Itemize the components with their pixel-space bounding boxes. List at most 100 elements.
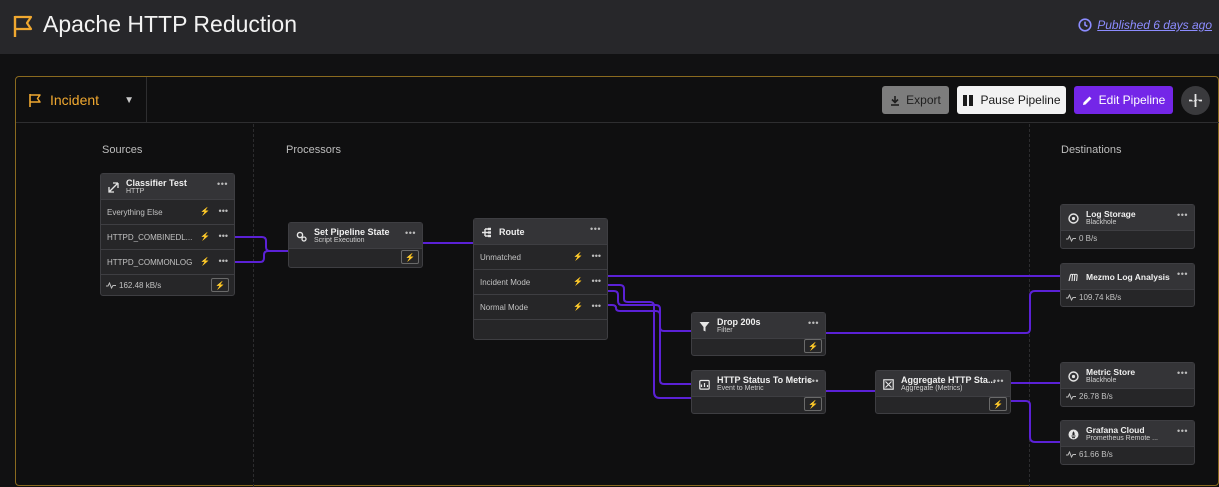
node-header: Set Pipeline State Script Execution ••• — [289, 223, 422, 249]
route-menu-button[interactable]: ••• — [218, 206, 228, 216]
metric-convert-icon — [699, 379, 710, 390]
metric-value: 26.78 B/s — [1079, 392, 1113, 401]
pipeline-toolbar: Incident ▼ Export Pause Pipeline Edit Pi… — [16, 77, 1219, 123]
edit-label: Edit Pipeline — [1098, 93, 1166, 107]
metric-value: 61.66 B/s — [1079, 450, 1113, 459]
route-menu-button[interactable]: ••• — [591, 301, 601, 311]
node-subtitle: Filter — [717, 327, 733, 334]
route-label: Everything Else — [107, 208, 163, 217]
route-menu-button[interactable]: ••• — [218, 231, 228, 241]
export-label: Export — [906, 93, 941, 107]
node-header: Drop 200s Filter ••• — [692, 313, 825, 339]
route-menu-button[interactable]: ••• — [218, 256, 228, 266]
destinations-header: Destinations — [1061, 144, 1122, 156]
activity-icon — [1066, 235, 1076, 242]
flag-icon — [13, 15, 33, 37]
throughput-metric: 0 B/s — [1066, 234, 1097, 243]
tap-button[interactable]: ⚡ — [989, 397, 1007, 411]
node-title: Classifier Test — [126, 178, 187, 188]
http-icon — [108, 182, 119, 193]
pause-label: Pause Pipeline — [980, 93, 1061, 107]
bolt-icon[interactable]: ⚡ — [200, 207, 210, 216]
edit-pipeline-button[interactable]: Edit Pipeline — [1074, 86, 1173, 114]
metric-value: 162.48 kB/s — [119, 281, 162, 290]
throughput-metric: 26.78 B/s — [1066, 392, 1113, 401]
node-menu-button[interactable]: ••• — [808, 318, 819, 328]
node-subtitle: Prometheus Remote ... — [1086, 435, 1158, 442]
published-text[interactable]: Published 6 days ago — [1097, 18, 1212, 32]
activity-icon — [1066, 393, 1076, 400]
destination-node-grafana-cloud[interactable]: Grafana Cloud Prometheus Remote ... ••• … — [1060, 420, 1195, 465]
pause-icon — [963, 94, 974, 106]
destination-node-mezmo-log-analysis[interactable]: Mezmo Log Analysis ••• 109.74 kB/s — [1060, 263, 1195, 307]
route-row[interactable]: Normal Mode ⚡ ••• — [474, 295, 607, 320]
node-header: Grafana Cloud Prometheus Remote ... ••• — [1061, 421, 1194, 447]
node-subtitle: Script Execution — [314, 237, 365, 244]
node-footer: 61.66 B/s — [1061, 447, 1194, 465]
route-row[interactable]: HTTPD_COMMONLOG ⚡ ••• — [101, 250, 234, 275]
tap-button[interactable]: ⚡ — [401, 250, 419, 264]
metric-value: 109.74 kB/s — [1079, 293, 1122, 302]
destination-node-metric-store[interactable]: Metric Store Blackhole ••• 26.78 B/s — [1060, 362, 1195, 407]
node-footer: 0 B/s — [1061, 231, 1194, 249]
node-menu-button[interactable]: ••• — [1177, 368, 1188, 378]
published-link[interactable]: Published 6 days ago — [1078, 18, 1212, 32]
route-row[interactable]: HTTPD_COMBINEDL... ⚡ ••• — [101, 225, 234, 250]
node-subtitle: HTTP — [126, 188, 145, 195]
sources-header: Sources — [102, 144, 143, 156]
node-subtitle: Aggregate (Metrics) — [901, 385, 963, 392]
processor-node-http-status-to-metric[interactable]: HTTP Status To Metric Event to Metric ••… — [691, 370, 826, 414]
node-header: Mezmo Log Analysis ••• — [1061, 264, 1194, 290]
destination-node-log-storage[interactable]: Log Storage Blackhole ••• 0 B/s — [1060, 204, 1195, 249]
tap-button[interactable]: ⚡ — [804, 397, 822, 411]
processor-node-set-pipeline-state[interactable]: Set Pipeline State Script Execution ••• … — [288, 222, 423, 268]
chevron-down-icon: ▼ — [124, 95, 134, 106]
node-header: Log Storage Blackhole ••• — [1061, 205, 1194, 231]
node-title: Mezmo Log Analysis — [1086, 272, 1170, 282]
tap-button[interactable]: ⚡ — [211, 278, 229, 292]
node-header: Route ••• — [474, 219, 607, 245]
tap-button[interactable]: ⚡ — [804, 339, 822, 353]
node-menu-button[interactable]: ••• — [993, 376, 1004, 386]
node-menu-button[interactable]: ••• — [217, 179, 228, 189]
route-menu-button[interactable]: ••• — [591, 251, 601, 261]
node-subtitle: Blackhole — [1086, 377, 1117, 384]
node-menu-button[interactable]: ••• — [1177, 210, 1188, 220]
node-title: Metric Store — [1086, 367, 1136, 377]
bolt-icon[interactable]: ⚡ — [573, 252, 583, 261]
processor-node-route[interactable]: Route ••• Unmatched ⚡ ••• Incident Mode … — [473, 218, 608, 340]
collapse-icon — [1189, 94, 1202, 107]
prometheus-icon — [1068, 429, 1079, 440]
bolt-icon[interactable]: ⚡ — [200, 257, 210, 266]
clock-icon — [1078, 18, 1092, 32]
node-header: HTTP Status To Metric Event to Metric ••… — [692, 371, 825, 397]
bolt-icon[interactable]: ⚡ — [573, 302, 583, 311]
route-row[interactable]: Unmatched ⚡ ••• — [474, 245, 607, 270]
activity-icon — [1066, 451, 1076, 458]
mode-selector[interactable]: Incident ▼ — [16, 77, 147, 123]
export-button[interactable]: Export — [882, 86, 949, 114]
node-title: Log Storage — [1086, 209, 1136, 219]
node-title: Aggregate HTTP Sta... — [901, 375, 996, 385]
pause-pipeline-button[interactable]: Pause Pipeline — [957, 86, 1066, 114]
node-menu-button[interactable]: ••• — [1177, 426, 1188, 436]
processor-node-aggregate[interactable]: Aggregate HTTP Sta... Aggregate (Metrics… — [875, 370, 1011, 414]
processor-node-drop-200s[interactable]: Drop 200s Filter ••• ⚡ — [691, 312, 826, 356]
node-menu-button[interactable]: ••• — [405, 228, 416, 238]
node-menu-button[interactable]: ••• — [590, 224, 601, 234]
node-footer: 162.48 kB/s ⚡ — [101, 275, 234, 296]
node-menu-button[interactable]: ••• — [1177, 269, 1188, 279]
route-row[interactable]: Incident Mode ⚡ ••• — [474, 270, 607, 295]
throughput-metric: 61.66 B/s — [1066, 450, 1113, 459]
top-bar: Apache HTTP Reduction Published 6 days a… — [0, 0, 1219, 54]
route-menu-button[interactable]: ••• — [591, 276, 601, 286]
node-menu-button[interactable]: ••• — [808, 376, 819, 386]
bolt-icon[interactable]: ⚡ — [573, 277, 583, 286]
node-header: Classifier Test HTTP ••• — [101, 174, 234, 200]
bolt-icon[interactable]: ⚡ — [200, 232, 210, 241]
route-row[interactable]: Everything Else ⚡ ••• — [101, 200, 234, 225]
node-subtitle: Blackhole — [1086, 219, 1117, 226]
node-title: Grafana Cloud — [1086, 425, 1145, 435]
source-node-classifier-test[interactable]: Classifier Test HTTP ••• Everything Else… — [100, 173, 235, 296]
collapse-button[interactable] — [1181, 86, 1210, 115]
